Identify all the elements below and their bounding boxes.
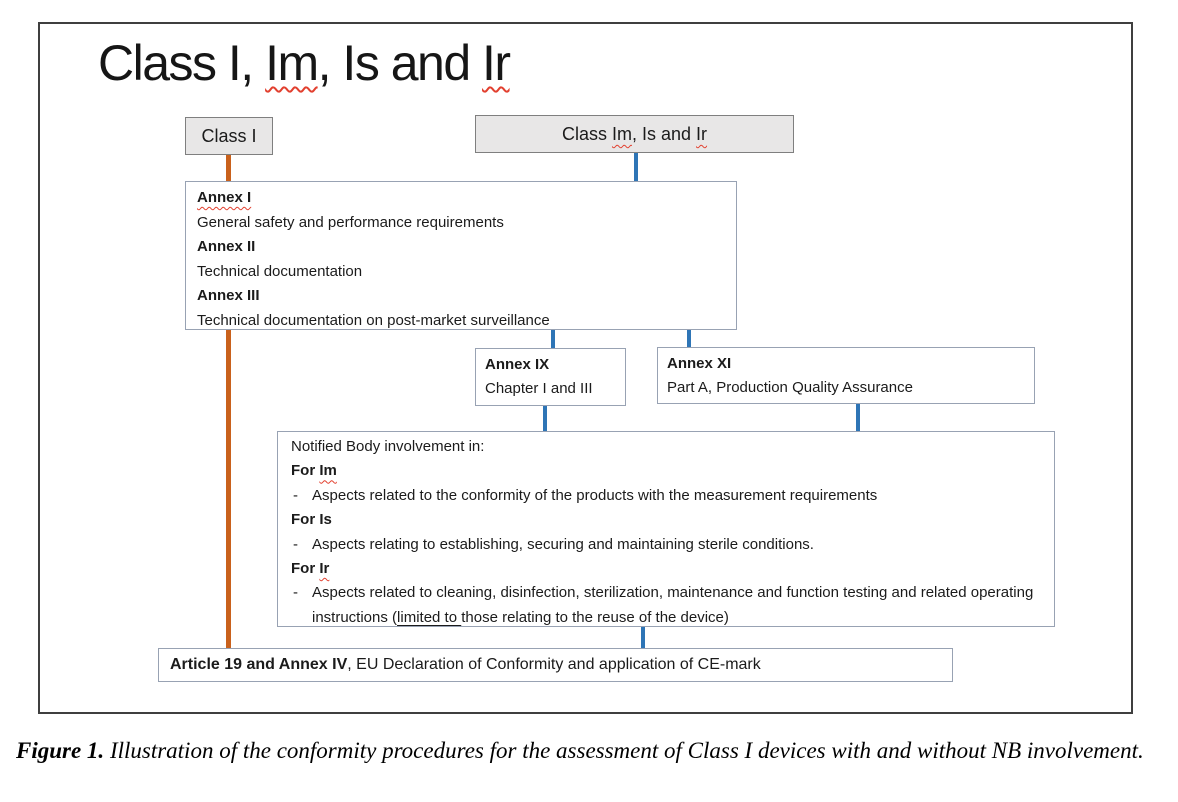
figure-caption-text: Illustration of the conformity procedure…: [104, 738, 1144, 763]
annex3-title: Annex III: [197, 287, 260, 304]
annex-xi-box: Annex XI Part A, Production Quality Assu…: [657, 347, 1035, 404]
nb-bullet-im: - Aspects related to the conformity of t…: [291, 484, 1041, 508]
nb-bullet-ir-text: Aspects related to cleaning, disinfectio…: [312, 581, 1041, 630]
notified-body-box: Notified Body involvement in: For Im - A…: [277, 431, 1055, 627]
article-19-rest: , EU Declaration of Conformity and appli…: [347, 655, 761, 673]
label-segment-ir: Ir: [696, 124, 708, 144]
article-19-box: Article 19 and Annex IV, EU Declaration …: [158, 648, 953, 682]
annex1-desc: General safety and performance requireme…: [197, 213, 504, 231]
label-segment: For: [291, 560, 320, 578]
nb-for-ir: For Ir: [291, 557, 1041, 581]
connector-annexix-to-nb: [543, 405, 547, 432]
article-19-text: Article 19 and Annex IV, EU Declaration …: [170, 653, 761, 678]
text-segment-underlined: limited to: [397, 608, 462, 626]
annex1-title: Annex I: [197, 189, 252, 206]
nb-for-is: For Is: [291, 511, 332, 529]
annex-ix-desc: Chapter I and III: [485, 379, 593, 397]
diagram-title: Class I, Im, Is and Ir: [98, 34, 511, 92]
label-segment-im: Im: [319, 462, 337, 480]
nb-bullet-is-text: Aspects relating to establishing, securi…: [312, 535, 814, 553]
annex-xi-desc: Part A, Production Quality Assurance: [667, 378, 913, 396]
bullet-dash: -: [293, 486, 298, 504]
nb-bullet-ir: - Aspects related to cleaning, disinfect…: [291, 581, 1041, 630]
annex-ix-title: Annex IX: [485, 356, 550, 373]
article-19-bold: Article 19 and Annex IV: [170, 655, 348, 673]
connector-class-i-to-article: [226, 155, 231, 648]
class-i-label: Class I: [201, 126, 257, 146]
connector-nb-to-article: [641, 626, 645, 649]
annex2-desc: Technical documentation: [197, 262, 363, 280]
figure-caption-label: Figure 1.: [16, 738, 105, 763]
connector-annex-to-annexxi: [687, 329, 691, 348]
label-segment: For: [291, 462, 320, 480]
title-segment-ir: Ir: [482, 35, 511, 91]
title-segment: Class I,: [98, 35, 266, 91]
bullet-dash: -: [293, 584, 298, 602]
text-segment: Aspects related to cleaning, disinfectio…: [312, 584, 1034, 626]
annex3-desc: Technical documentation on post-market s…: [197, 311, 550, 329]
label-segment-im: Im: [611, 124, 632, 144]
connector-classim-to-annex: [634, 153, 638, 182]
figure-caption: Figure 1. Illustration of the conformity…: [16, 734, 1164, 767]
label-segment: Class: [561, 124, 612, 144]
nb-heading: Notified Body involvement in:: [291, 438, 485, 455]
connector-annex-to-annexix: [551, 329, 555, 349]
class-im-is-ir-box: Class Im, Is and Ir: [475, 115, 794, 153]
label-segment-ir: Ir: [319, 560, 330, 578]
connector-annexxi-to-nb: [856, 402, 860, 432]
annex2-title: Annex II: [197, 238, 256, 255]
label-segment: , Is and: [631, 124, 697, 144]
class-i-box: Class I: [185, 117, 273, 155]
diagram-frame: [38, 22, 1133, 714]
text-segment: those relating to the reuse of the devic…: [461, 608, 729, 626]
nb-bullet-is: - Aspects relating to establishing, secu…: [291, 533, 1041, 557]
annex-ix-box: Annex IX Chapter I and III: [475, 348, 626, 406]
title-segment: , Is and: [317, 35, 483, 91]
bullet-dash: -: [293, 535, 298, 553]
annex-i-ii-iii-box: Annex I General safety and performance r…: [185, 181, 737, 330]
title-segment-im: Im: [265, 35, 319, 91]
annex-xi-title: Annex XI: [667, 355, 732, 372]
nb-bullet-im-text: Aspects related to the conformity of the…: [312, 486, 878, 504]
nb-for-im: For Im: [291, 459, 1041, 483]
class-im-is-ir-label: Class Im, Is and Ir: [562, 125, 707, 143]
